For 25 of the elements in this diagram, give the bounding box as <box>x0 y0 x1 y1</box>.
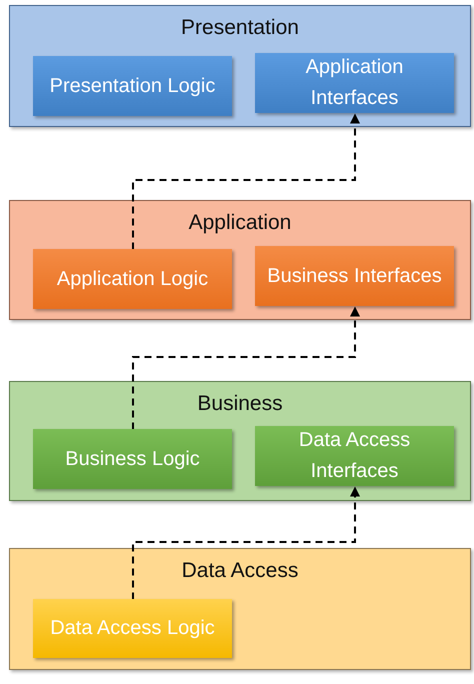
component-box <box>33 429 232 489</box>
dashed-arrow <box>132 486 360 600</box>
component-box <box>255 53 454 113</box>
layer-panel <box>9 200 471 320</box>
component-label: Application Logic <box>56 266 208 292</box>
layer-panel <box>9 548 471 670</box>
layer-panel <box>9 5 471 127</box>
layer-title: Data Access <box>182 559 298 583</box>
component-label: Business Interfaces <box>267 264 442 288</box>
dashed-arrow <box>132 114 360 250</box>
dashed-arrow <box>132 306 360 430</box>
layer-title: Application <box>188 211 292 235</box>
component-label: Data Access Logic <box>50 616 215 641</box>
layer-title: Presentation <box>181 16 299 40</box>
component-label: Data Access Interfaces <box>298 428 412 484</box>
layer-title: Business <box>197 392 283 416</box>
component-box <box>33 56 232 116</box>
component-box <box>33 599 232 658</box>
component-label: Application Interfaces <box>304 55 404 111</box>
component-box <box>33 249 232 309</box>
layer-panel <box>9 381 471 501</box>
component-label: Presentation Logic <box>50 74 216 98</box>
component-box <box>255 246 454 306</box>
component-box <box>255 426 454 486</box>
component-label: Business Logic <box>65 446 200 472</box>
